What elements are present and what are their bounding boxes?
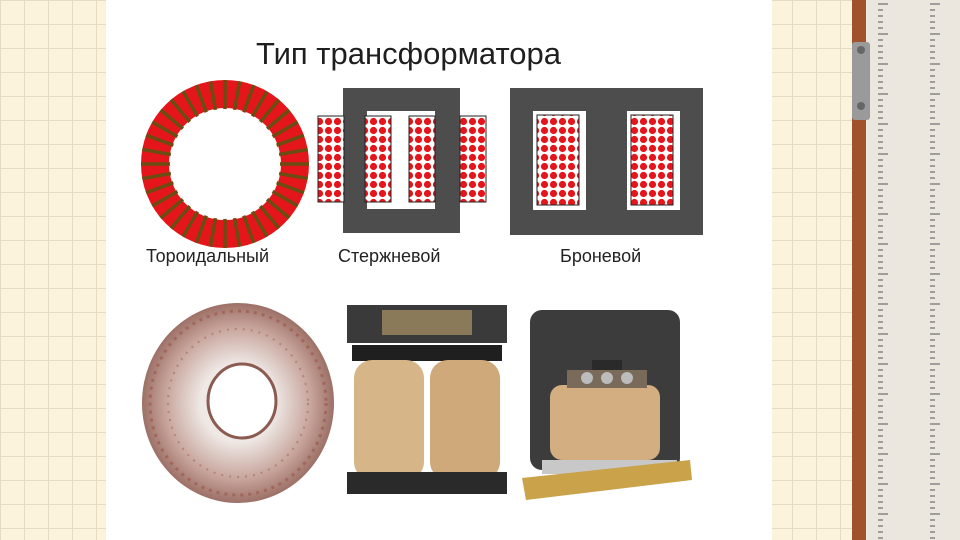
rod-diagram [317,88,487,233]
winding-spoke [275,171,309,181]
winding-spoke [275,147,309,157]
winding-spoke [263,108,291,132]
winding-spoke [169,202,193,230]
winding-spoke [145,133,177,148]
winding-spoke [273,180,305,195]
winding-spoke [241,212,256,244]
rod-transformer-photo [347,305,507,494]
toroidal-transformer-photo [142,303,334,503]
slide-title: Тип трансформатора [256,36,562,71]
winding-spoke [257,98,281,126]
winding-spoke [232,80,242,114]
label-toroidal: Тороидальный [146,246,270,266]
toroid-winding-spokes [141,80,309,248]
winding-spoke [269,120,299,140]
winding-spoke [241,84,256,116]
label-armored: Броневой [560,246,642,266]
winding-spoke [257,202,281,230]
armored-transformer-photo [522,310,692,500]
winding-spoke [263,196,291,220]
ruler-icon [852,0,960,540]
winding-spoke [141,147,175,157]
winding-spoke [151,120,181,140]
winding-spoke [194,212,209,244]
winding-spoke [273,133,305,148]
winding-spoke [159,108,187,132]
winding-spoke [145,180,177,195]
armored-diagram [510,88,703,235]
winding-spoke [208,80,218,114]
toroidal-diagram [141,80,309,248]
winding-spoke [181,208,201,238]
winding-spoke [169,98,193,126]
winding-spoke [151,188,181,208]
winding-spoke [181,90,201,120]
winding-spoke [208,214,218,248]
winding-spoke [269,188,299,208]
winding-spoke [194,84,209,116]
label-rod: Стержневой [338,246,441,266]
winding-spoke [249,90,269,120]
winding-spoke [232,214,242,248]
winding-spoke [249,208,269,238]
ruler-ticks [878,3,940,539]
winding-spoke [159,196,187,220]
winding-spoke [141,171,175,181]
